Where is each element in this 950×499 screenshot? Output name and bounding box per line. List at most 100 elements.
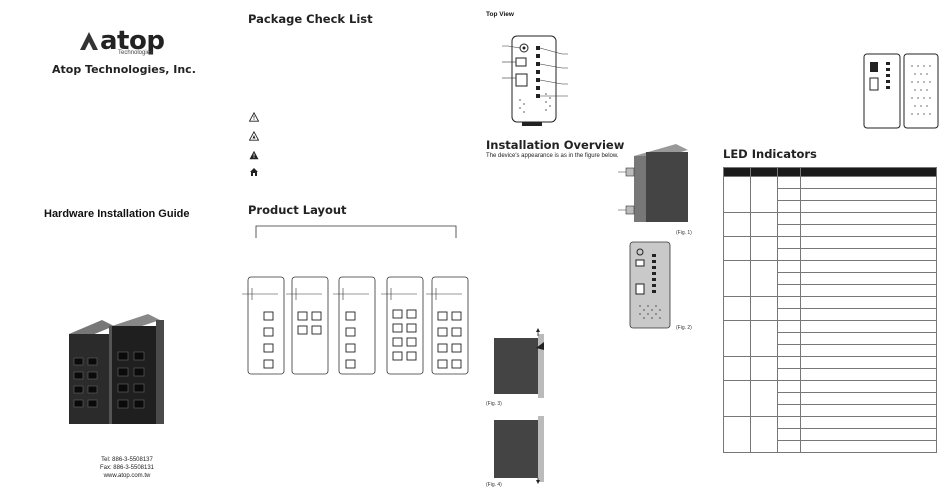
led-name-cell [723, 260, 751, 297]
fig4-diagram [494, 416, 544, 484]
led-status-cell [777, 284, 801, 297]
led-status-cell [777, 392, 801, 405]
led-table-row [723, 236, 937, 261]
fig3-diagram [494, 328, 544, 398]
warning-solid-icon [249, 150, 259, 160]
led-status-cell [777, 416, 801, 429]
led-table-row [723, 320, 937, 357]
led-color-cell [750, 380, 778, 417]
product-layout-title: Product Layout [248, 203, 347, 217]
package-title: Package Check List [248, 12, 373, 26]
led-description-cell [800, 332, 937, 345]
led-status-cell [777, 380, 801, 393]
led-description-cell [800, 212, 937, 225]
led-description-cell [800, 224, 937, 237]
led-description-cell [800, 308, 937, 321]
fig4-caption: (Fig. 4) [486, 482, 502, 488]
led-description-cell [800, 296, 937, 309]
led-description-cell [800, 356, 937, 369]
led-table-row [723, 416, 937, 453]
led-color-cell [750, 296, 778, 321]
led-table-row [724, 440, 937, 453]
led-status-cell [777, 368, 801, 381]
led-table-row [724, 332, 937, 345]
led-name-cell [723, 176, 751, 213]
led-description-cell [800, 368, 937, 381]
product-photo [69, 314, 164, 424]
led-table-row [724, 224, 937, 237]
installation-subtitle: The device's appearance is as in the fig… [486, 153, 619, 159]
led-description-cell [800, 440, 937, 453]
led-description-cell [800, 320, 937, 333]
led-name-cell [723, 296, 751, 321]
led-status-cell [777, 248, 801, 261]
led-status-cell [777, 332, 801, 345]
led-status-cell [777, 200, 801, 213]
caution-outline-icon [249, 131, 259, 141]
led-color-cell [750, 320, 778, 357]
led-table-row [723, 296, 937, 321]
led-description-cell [800, 344, 937, 357]
led-table-row [723, 176, 937, 213]
led-color-cell [750, 212, 778, 237]
led-description-cell [800, 404, 937, 417]
product-photo-small [863, 53, 939, 129]
top-view-diagram [502, 35, 568, 126]
led-status-cell [777, 296, 801, 309]
led-color-cell [750, 260, 778, 297]
atop-logo-icon [80, 32, 98, 50]
led-color-cell [750, 236, 778, 261]
led-name-cell [723, 416, 751, 453]
fig2-diagram [629, 241, 671, 329]
logo-text: atop [100, 26, 165, 56]
product-layout-diagram [242, 225, 469, 375]
installation-title: Installation Overview [486, 138, 625, 152]
led-description-cell [800, 284, 937, 297]
led-name-cell [723, 236, 751, 261]
led-name-cell [723, 356, 751, 381]
warning-outline-icon [249, 112, 259, 122]
contact-fax: Fax: 886-3-5508131 [99, 465, 155, 471]
led-description-cell [800, 236, 937, 249]
company-name: Atop Technologies, Inc. [52, 63, 196, 76]
fig3-caption: (Fig. 3) [486, 401, 502, 407]
fig1-diagram [618, 144, 688, 222]
led-description-cell [800, 392, 937, 405]
led-name-cell [723, 380, 751, 417]
led-status-cell [777, 260, 801, 273]
led-status-cell [777, 344, 801, 357]
led-table-row [723, 380, 937, 417]
led-description-cell [800, 248, 937, 261]
home-icon [250, 168, 258, 176]
led-status-cell [777, 320, 801, 333]
led-color-cell [750, 356, 778, 381]
top-view-title: Top View [486, 11, 514, 18]
led-table [723, 167, 937, 453]
led-status-cell [777, 224, 801, 237]
led-title: LED Indicators [723, 147, 817, 161]
fig2-caption: (Fig. 2) [676, 325, 692, 331]
led-description-cell [800, 380, 937, 393]
guide-title: Hardware Installation Guide [44, 208, 190, 220]
led-status-cell [777, 428, 801, 441]
led-status-cell [777, 356, 801, 369]
led-status-cell [777, 404, 801, 417]
led-name-cell [723, 320, 751, 357]
led-status-cell [777, 212, 801, 225]
led-description-cell [800, 200, 937, 213]
led-description-cell [800, 428, 937, 441]
led-description-cell [800, 176, 937, 189]
led-description-cell [800, 272, 937, 285]
led-description-cell [800, 260, 937, 273]
led-status-cell [777, 236, 801, 249]
contact-tel: Tel: 886-3-5508137 [101, 457, 153, 463]
led-status-cell [777, 272, 801, 285]
contact-web[interactable]: www.atop.com.tw [103, 473, 151, 479]
led-status-cell [777, 176, 801, 189]
led-table-row [723, 260, 937, 297]
led-status-cell [777, 308, 801, 321]
led-description-cell [800, 188, 937, 201]
led-table-header [723, 167, 937, 177]
led-status-cell [777, 188, 801, 201]
led-table-row [723, 356, 937, 381]
